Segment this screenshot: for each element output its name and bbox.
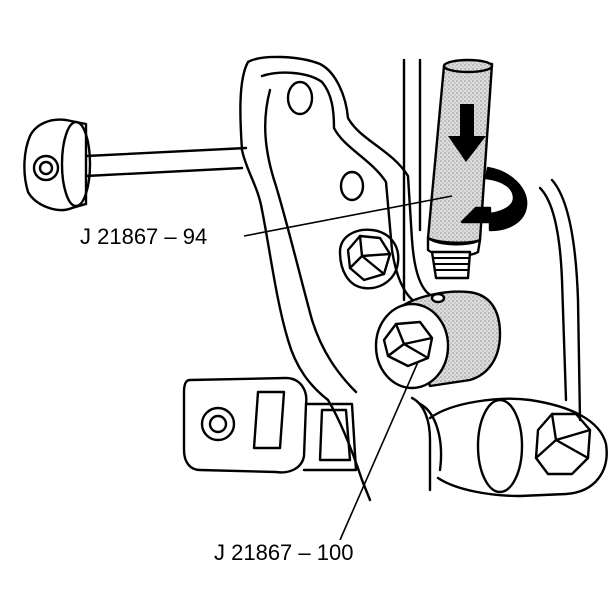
lower-flange — [182, 376, 308, 474]
lower-flange-hole — [200, 406, 236, 442]
lower-boss — [428, 397, 608, 498]
housing-inner-edge — [264, 88, 358, 394]
frame-rail-far-right — [538, 186, 568, 402]
lower-flange-slot — [252, 390, 286, 450]
upper-bolt-head — [346, 234, 392, 282]
rotate-arrow-icon — [460, 166, 528, 232]
housing-outline — [239, 55, 442, 502]
left-rod — [84, 146, 248, 178]
upper-bolt-washer — [338, 228, 400, 290]
tool-lower-sleeve — [374, 290, 502, 390]
tool-lower-label: J 21867 – 100 — [212, 540, 356, 566]
tool-upper-label: J 21867 – 94 — [78, 224, 210, 250]
tool-upper-cylinder — [426, 58, 494, 280]
lower-boss-face — [476, 398, 524, 494]
housing-hole-middle — [339, 170, 365, 202]
leader-line-tool-lower — [339, 361, 419, 541]
leader-line-tool-upper — [243, 195, 453, 237]
housing-inner-rim — [260, 71, 420, 306]
arrow-down-icon — [448, 104, 486, 162]
left-block — [23, 118, 88, 212]
left-block-thread-hole — [32, 154, 60, 182]
tool-upper-thread — [430, 250, 472, 280]
housing-hole-upper — [286, 80, 314, 116]
left-block-end — [60, 120, 92, 208]
frame-rail-far-right-inner — [550, 178, 582, 422]
